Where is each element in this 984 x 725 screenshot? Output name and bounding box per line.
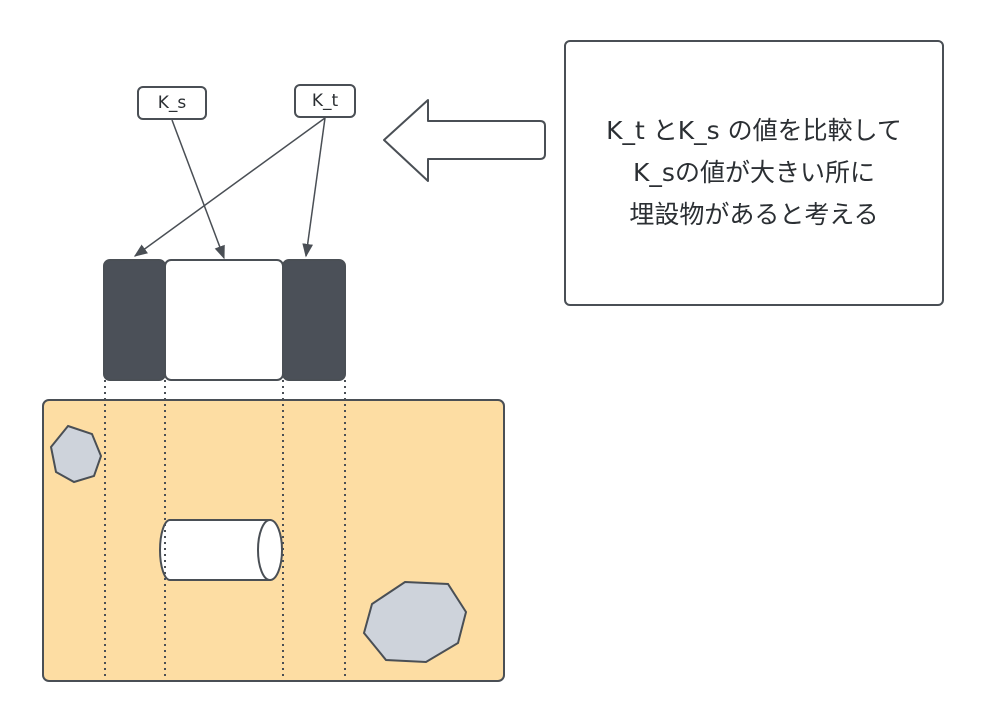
dotted-guides: [104, 380, 346, 680]
sensor-center: [164, 259, 284, 381]
note-line-3: 埋設物があると考える: [629, 200, 879, 229]
ks-label-box: K_s: [137, 86, 207, 120]
pipe-icon: [159, 519, 283, 581]
connector-arrows: [133, 117, 326, 260]
kt-label-box: K_t: [294, 84, 356, 118]
ks-label: K_s: [157, 93, 187, 113]
note-line-2: K_sの値が大きい所に: [633, 158, 875, 187]
left-arrow-icon: [383, 99, 546, 182]
kt-label: K_t: [311, 91, 339, 111]
note-line-1: K_t とK_s の値を比較して: [606, 116, 902, 145]
stone-large: [362, 580, 468, 664]
sensor-right: [282, 259, 346, 381]
sensor-left: [103, 259, 166, 381]
explanation-note: K_t とK_s の値を比較して K_sの値が大きい所に 埋設物があると考える: [564, 40, 944, 306]
stone-small: [49, 424, 103, 484]
